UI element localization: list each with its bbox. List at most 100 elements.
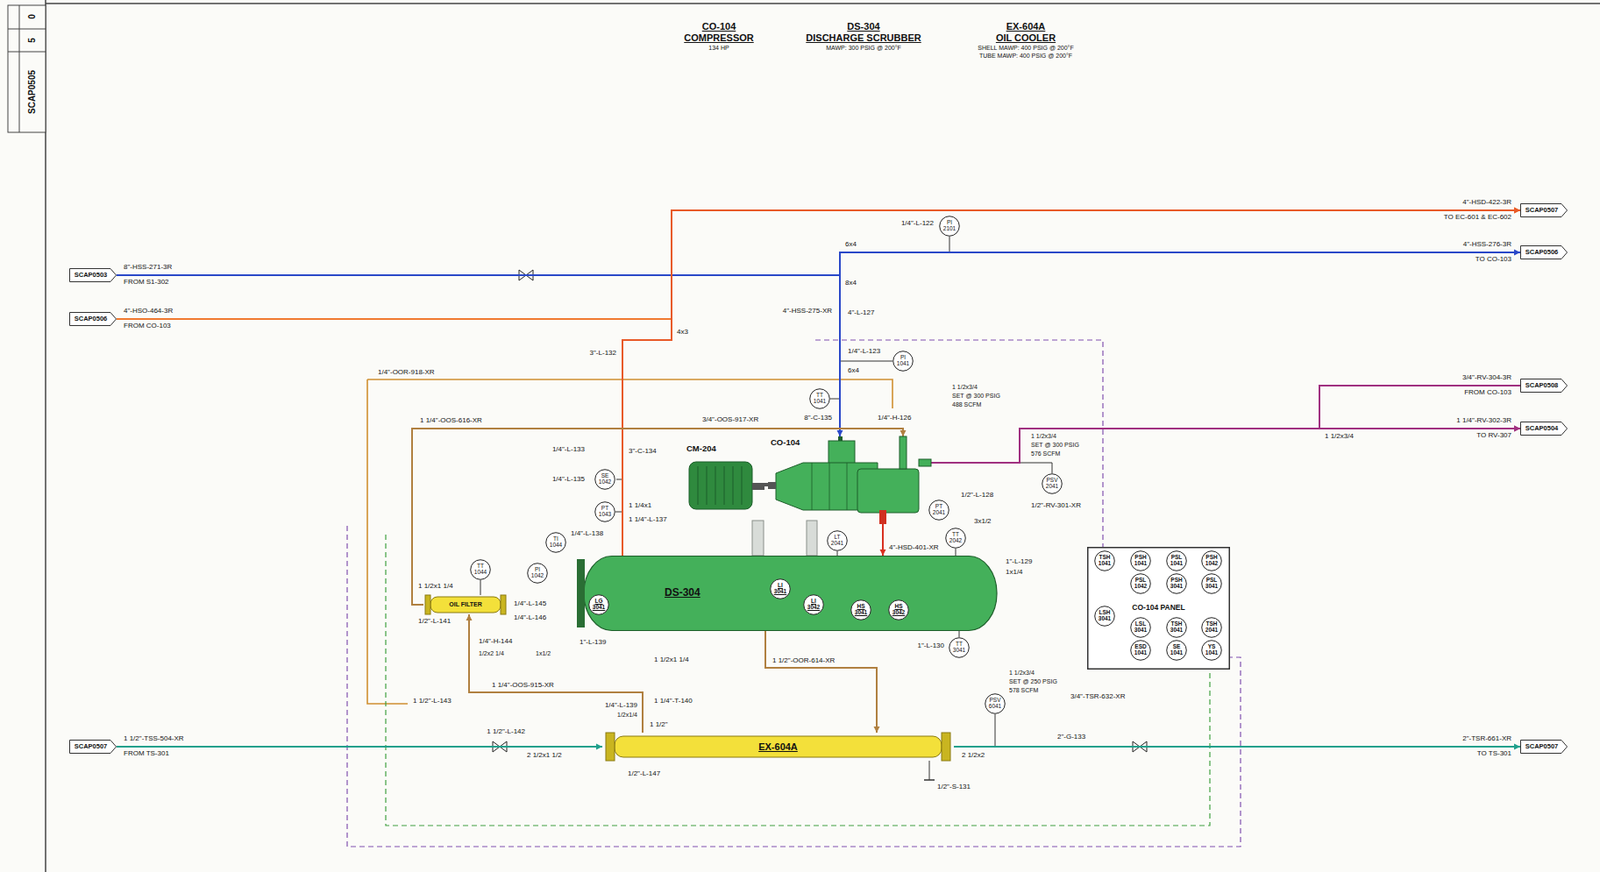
offpage-line-label: FROM TS-301 bbox=[122, 749, 171, 759]
node-label: TT 2042 bbox=[949, 532, 962, 545]
arrowhead bbox=[880, 549, 887, 556]
bubble-circle bbox=[1130, 640, 1152, 662]
node-label: PSV 6041 bbox=[988, 697, 1002, 711]
label-slot: 6x4 bbox=[844, 240, 858, 249]
instrument-bubble: LG 3041 bbox=[588, 594, 610, 616]
pipe-label: 576 SCFM bbox=[1030, 450, 1061, 458]
offpage-connector: SCAP0507 bbox=[1520, 739, 1568, 754]
offpage-line-label: FROM CO-103 bbox=[122, 321, 172, 331]
offpage-line-label: 1 1/4"-RV-302-3R bbox=[1455, 416, 1513, 426]
bubble-circle bbox=[888, 600, 910, 621]
bubble-circle bbox=[595, 502, 616, 523]
label-slot: 1/2"-S-131 bbox=[936, 782, 972, 792]
label-slot: 1x1/4 bbox=[1004, 568, 1024, 577]
pipe-label: 1/4"-L-122 bbox=[900, 219, 935, 228]
pipe-label: 1 1/2x3/4 bbox=[1323, 432, 1355, 441]
exchanger-shell bbox=[614, 736, 942, 758]
bubble-circle bbox=[470, 560, 491, 581]
node-label: HS 3041 bbox=[854, 604, 868, 617]
instrument-bubble: LT 2041 bbox=[826, 530, 848, 552]
offpage-connector: SCAP0506 bbox=[1520, 245, 1568, 260]
pipe-label: 1 1/2"-OOR-614-XR bbox=[771, 656, 836, 666]
label-slot: 1/4"-H-126 bbox=[876, 413, 912, 423]
label-slot: 8x4 bbox=[844, 278, 858, 288]
pipe-label: 1x1/2 bbox=[534, 650, 552, 658]
pipe-line bbox=[469, 614, 643, 733]
connector-flag bbox=[1521, 204, 1568, 218]
label-slot: FROM S1-302 bbox=[122, 277, 171, 287]
pipe-label: 1 1/2x3/4 bbox=[1030, 433, 1058, 441]
bubble-circle bbox=[770, 579, 791, 600]
bubble-circle bbox=[1201, 640, 1223, 662]
offpage-line-label: 4"-HSD-422-3R bbox=[1461, 198, 1513, 207]
label-slot: 1/4"-L-138 bbox=[569, 529, 605, 539]
label-slot: FROM TS-301 bbox=[122, 749, 171, 759]
node-label: PSH 3041 bbox=[1170, 577, 1183, 591]
pipe-connector bbox=[116, 249, 1521, 277]
connector-flag bbox=[70, 312, 117, 327]
label-slot: 1 1/2x1 1/4 bbox=[653, 655, 690, 665]
compressor-symbol: CO-104 bbox=[768, 436, 932, 525]
label-slot: MAWP: 300 PSIG @ 200°F bbox=[824, 44, 903, 52]
offpage-line-label: 4"-HSO-464-3R bbox=[122, 306, 174, 316]
label-slot: 1 1/2"-TSS-504-XR bbox=[122, 734, 185, 744]
pipe-line bbox=[116, 275, 840, 437]
skid-support bbox=[806, 520, 818, 556]
offpage-line-label: 2"-TSR-661-XR bbox=[1461, 734, 1513, 744]
label-slot: FROM CO-103 bbox=[122, 321, 172, 331]
node-label: PSL 1041 bbox=[1170, 554, 1183, 568]
pipe-label: 1x1/4 bbox=[1004, 568, 1024, 577]
node-label: CO-104 PANEL bbox=[1131, 604, 1185, 613]
pipe-label: 1/4"-L-123 bbox=[846, 347, 882, 356]
discharge-nozzle bbox=[918, 459, 932, 467]
pipe-line bbox=[764, 483, 768, 487]
arrowhead bbox=[466, 614, 473, 621]
instrument-bubble: TT 1044 bbox=[469, 559, 491, 581]
skid-support bbox=[752, 520, 764, 556]
instrument-bubble: PI 1041 bbox=[892, 350, 914, 372]
pipe-connector bbox=[116, 275, 844, 437]
bubble-circle bbox=[1166, 640, 1188, 662]
offpage-connector: SCAP0504 bbox=[1520, 421, 1568, 436]
pipe-label: 1/4"-OOR-918-XR bbox=[376, 368, 436, 377]
label-slot: TO EC-601 & EC-602 bbox=[1443, 213, 1513, 222]
label-slot: SET @ 300 PSIG bbox=[951, 392, 1002, 400]
pipe-connector bbox=[466, 614, 644, 733]
filter-body bbox=[430, 597, 501, 613]
pipe-label: 6x4 bbox=[844, 240, 858, 249]
label-slot: 1/2x2 1/4 bbox=[477, 650, 505, 658]
equipment-title: DS-304 bbox=[846, 21, 881, 33]
pipe-label: 4"-L-127 bbox=[846, 308, 875, 318]
drain-cap bbox=[924, 779, 935, 782]
pipe-label: 1/4"-L-135 bbox=[551, 475, 586, 484]
pipe-label: 1/4"-L-139 bbox=[604, 701, 639, 711]
label-slot: 4"-HSO-464-3R bbox=[122, 306, 174, 316]
node-label: LSH 3041 bbox=[1098, 610, 1111, 623]
shaft bbox=[768, 482, 776, 490]
bubble-circle bbox=[810, 389, 831, 410]
pipe-label: SET @ 300 PSIG bbox=[1030, 441, 1081, 449]
label-slot: 576 SCFM bbox=[1030, 450, 1061, 458]
comp-outline bbox=[768, 436, 932, 525]
bubble-circle bbox=[1166, 551, 1188, 572]
pipe-label: 1/4"-H-144 bbox=[477, 637, 513, 647]
label-slot: 1 1/2x3/4 bbox=[951, 384, 979, 392]
instrument-bubble: PSV 2041 bbox=[1041, 473, 1063, 495]
pipe-connector bbox=[953, 744, 1521, 751]
node-label: TSH 1041 bbox=[1098, 554, 1111, 568]
pipe-label: 1 1/2" bbox=[648, 720, 669, 730]
sheet-border bbox=[45, 0, 1600, 872]
bubble-circle bbox=[945, 528, 967, 549]
pipe-label: 4"-HSS-275-XR bbox=[782, 306, 833, 316]
instrument-bubble: TSH 1041 bbox=[1094, 550, 1116, 572]
offpage-connector: SCAP0507 bbox=[1520, 203, 1568, 218]
pipe-connector bbox=[765, 631, 881, 733]
pipe-line bbox=[931, 428, 1521, 463]
label-slot: 2 1/2x1 1/2 bbox=[526, 751, 563, 761]
label-slot: 4"-HSS-275-XR bbox=[782, 306, 833, 316]
node-label: PT 1043 bbox=[598, 505, 612, 519]
pipe-label: 1/4"-L-138 bbox=[569, 529, 605, 539]
label-slot: 1/2"-L-128 bbox=[960, 490, 995, 500]
pipe-line bbox=[116, 252, 1521, 276]
node-label: LG 3041 bbox=[592, 598, 605, 612]
